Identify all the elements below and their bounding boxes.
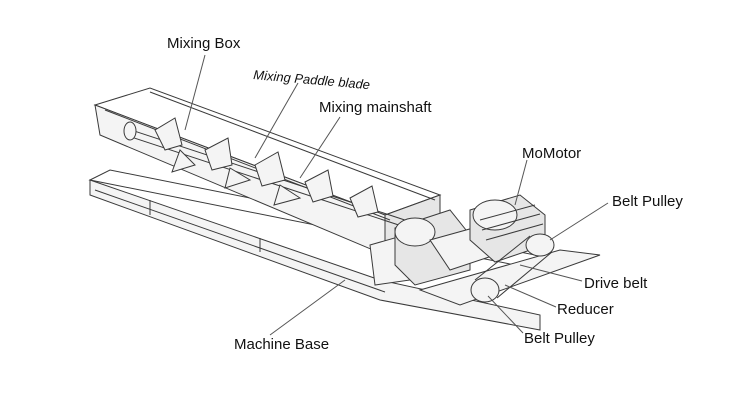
label-motor: MoMotor bbox=[522, 145, 581, 162]
belt-drive bbox=[470, 233, 555, 303]
mainshaft-end bbox=[123, 121, 137, 141]
leader-mixing-mainshaft bbox=[299, 116, 341, 179]
motor-fin bbox=[485, 223, 544, 241]
paddle-blade bbox=[204, 137, 233, 171]
belt-pulley-upper bbox=[525, 233, 555, 257]
leader-belt-pulley-top bbox=[549, 202, 609, 241]
reducer-flange bbox=[394, 217, 436, 247]
label-mixing-paddle-blade: Mixing Paddle blade bbox=[253, 67, 371, 92]
label-mixing-box: Mixing Box bbox=[167, 35, 241, 52]
leader-machine-base bbox=[269, 279, 346, 336]
leader-reducer bbox=[504, 284, 557, 308]
leader-mixing-paddle-blade bbox=[254, 82, 299, 159]
mixing-box-rim bbox=[149, 91, 436, 201]
label-reducer: Reducer bbox=[557, 301, 614, 318]
mixing-paddle-blades bbox=[154, 117, 379, 218]
leader-belt-pulley-bottom bbox=[487, 295, 524, 334]
leader-drive-belt bbox=[519, 264, 583, 282]
motor-fin bbox=[481, 213, 541, 231]
motor-end-cap bbox=[472, 199, 518, 231]
label-drive-belt: Drive belt bbox=[584, 275, 648, 292]
paddle-blade bbox=[154, 117, 183, 151]
base-rail-line bbox=[94, 189, 386, 293]
motor-fin bbox=[479, 204, 536, 221]
label-belt-pulley-top: Belt Pulley bbox=[612, 193, 683, 210]
label-mixing-mainshaft: Mixing mainshaft bbox=[319, 99, 432, 116]
leader-motor bbox=[514, 159, 528, 206]
paddle-blade bbox=[224, 167, 252, 189]
paddle-blade bbox=[254, 151, 286, 187]
leader-lines bbox=[184, 54, 609, 336]
drive-belt-line bbox=[496, 251, 553, 299]
paddle-blade bbox=[349, 185, 379, 218]
motor-base-plate bbox=[418, 249, 601, 306]
paddle-blade bbox=[304, 169, 334, 203]
leader-mixing-box bbox=[184, 54, 206, 131]
label-belt-pulley-bottom: Belt Pulley bbox=[524, 330, 595, 347]
paddle-blade bbox=[171, 149, 196, 173]
drive-belt-line bbox=[474, 235, 531, 281]
belt-pulley-lower bbox=[470, 277, 500, 303]
mixing-box-rim bbox=[104, 109, 391, 221]
label-machine-base: Machine Base bbox=[234, 336, 329, 353]
paddle-blade bbox=[273, 184, 302, 206]
